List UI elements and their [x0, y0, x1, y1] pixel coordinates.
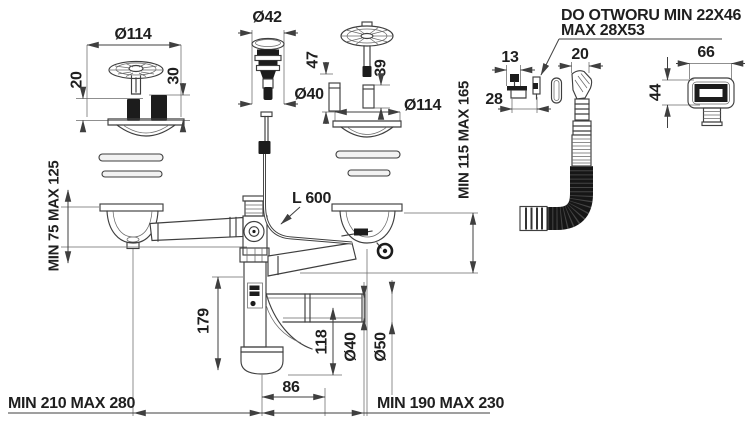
- clip-front-view: [507, 74, 527, 99]
- dim-label-o40: Ø40: [343, 332, 360, 362]
- callout-leader: [540, 38, 560, 76]
- siphon-tee: [239, 195, 270, 348]
- overflow-box-icon: [687, 77, 735, 127]
- detail-overflow-hose: [519, 120, 593, 232]
- dim-label-39: 39: [373, 59, 390, 77]
- dim-label-13: 13: [501, 49, 519, 66]
- clip-side-view: [532, 76, 541, 100]
- dim-label-plug-body-dia: Ø40: [294, 86, 324, 103]
- detail-overflow-box: 66 44: [648, 44, 745, 128]
- dim-left-mount-range: MIN 75 MAX 125: [46, 161, 247, 272]
- dim-right-mount-range: MIN 115 MAX 165: [300, 81, 478, 274]
- overflow-tube-tall: [151, 95, 167, 121]
- dim-outlet-drop: 118: [288, 307, 342, 376]
- pop-up-cable: [258, 111, 353, 245]
- dim-label-left-range: MIN 75 MAX 125: [46, 161, 63, 272]
- gasket-bar: [335, 150, 401, 159]
- right-bowl: [331, 203, 403, 260]
- dim-label-cable-length: L 600: [292, 190, 332, 207]
- dim-label-28: 28: [485, 91, 503, 108]
- tailpipe-right: [362, 84, 375, 109]
- cable-pulley: [376, 242, 394, 260]
- detail-mounting-clip: 13 28: [485, 49, 563, 113]
- dim-trap-height: 179: [196, 276, 243, 371]
- dim-label-86: 86: [282, 379, 300, 396]
- dim-label-179: 179: [196, 308, 213, 334]
- dim-label-20: 20: [69, 71, 86, 89]
- right-bowl-pipe: [267, 242, 357, 277]
- dim-left-strainer-heights: 20 30: [69, 67, 190, 133]
- dim-label-span-left: MIN 210 MAX 280: [8, 395, 136, 412]
- strainer-underside-icon: [340, 21, 394, 77]
- gasket-bar: [98, 153, 164, 162]
- pop-up-mechanism: [341, 228, 394, 260]
- dim-label-30: 30: [166, 67, 183, 85]
- callout-hole-size: DO OTWORU MIN 22X46 MAX 28X53: [540, 7, 742, 76]
- dim-label-44: 44: [648, 84, 665, 102]
- dim-label-47: 47: [305, 51, 322, 69]
- detail-right-strainer: 47 39 Ø114: [305, 21, 442, 177]
- callout-line2: MAX 28X53: [561, 22, 645, 39]
- hose-end-cuff: [519, 205, 548, 232]
- dim-outlet-diameters: Ø40 Ø50: [343, 280, 396, 416]
- dim-label-118: 118: [314, 329, 331, 354]
- callout-line1: DO OTWORU MIN 22X46: [561, 7, 742, 24]
- dim-label-o50: Ø50: [373, 332, 390, 362]
- detail-left-strainer: Ø114 20 30: [69, 26, 190, 178]
- gasket-bar: [101, 170, 163, 178]
- left-bowl-top: [107, 118, 185, 137]
- outlet-pipe: [265, 292, 366, 350]
- detail-overflow-elbow: 20: [558, 46, 603, 121]
- dim-label-66: 66: [697, 44, 715, 61]
- dim-label-right-strainer-dia: Ø114: [404, 97, 441, 114]
- gasket-oval: [550, 77, 563, 104]
- right-bowl-top: [332, 120, 402, 138]
- dim-label-20-elbow: 20: [571, 46, 589, 63]
- dim-label-right-range: MIN 115 MAX 165: [456, 81, 473, 199]
- detail-plug: Ø42 Ø40: [238, 9, 324, 108]
- gasket-bar: [347, 169, 391, 177]
- dim-label-left-strainer-dia: Ø114: [114, 26, 151, 43]
- pop-up-knob: [260, 111, 273, 118]
- dim-trap-offset: 86: [261, 375, 326, 416]
- cable-leader: [280, 206, 301, 225]
- strainer-basket-icon: [108, 60, 164, 95]
- dim-label-plug-dia: Ø42: [252, 9, 282, 26]
- overflow-tube-short: [127, 99, 140, 121]
- dim-label-span-right: MIN 190 MAX 230: [377, 395, 505, 412]
- dim-bottom-spans: MIN 210 MAX 280 MIN 190 MAX 230: [8, 395, 505, 417]
- corrugated-hose: [537, 166, 593, 230]
- left-bowl-pipe: [149, 216, 244, 242]
- overflow-elbow-icon: [571, 70, 593, 121]
- tailpipe-left: [328, 82, 341, 112]
- trap-cup: [240, 346, 284, 375]
- plug-icon: [251, 37, 285, 100]
- main-assembly: MIN 75 MAX 125: [8, 81, 505, 417]
